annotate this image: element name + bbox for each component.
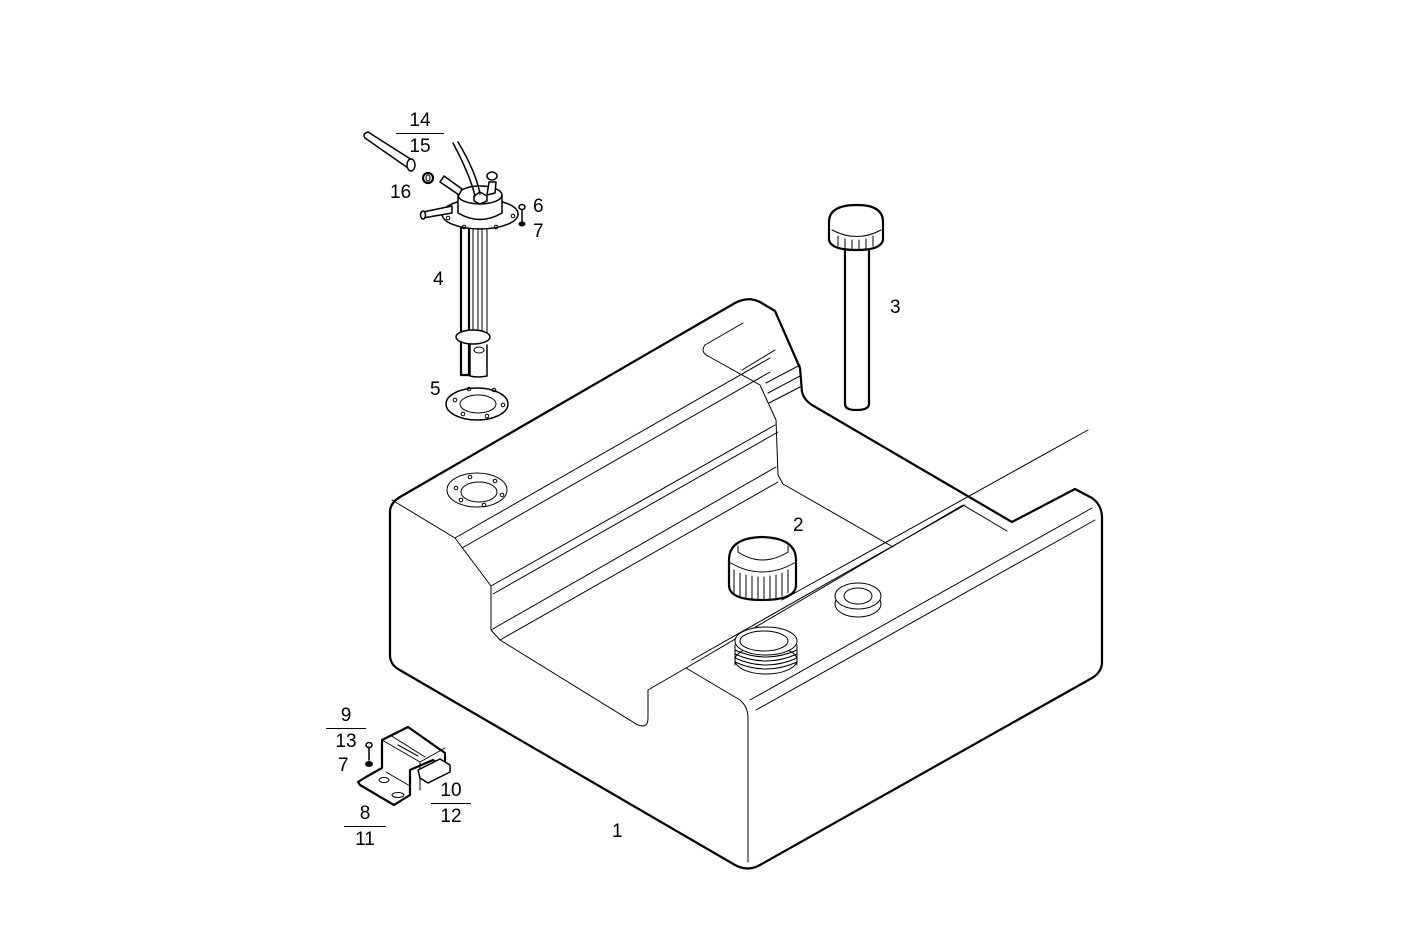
callout-7-bracket-washer: 7 bbox=[338, 755, 349, 776]
gasket-drawing bbox=[445, 386, 509, 421]
filler-cap-drawing bbox=[727, 535, 798, 602]
callout-1-tank: 1 bbox=[612, 821, 623, 842]
fraction-bar bbox=[396, 133, 444, 134]
fraction-bar bbox=[326, 728, 366, 729]
callout-12: 12 bbox=[440, 806, 462, 827]
callout-3-dipstick: 3 bbox=[890, 297, 901, 318]
callout-15: 15 bbox=[409, 136, 431, 157]
callout-13: 13 bbox=[335, 731, 357, 752]
callout-7-washer: 7 bbox=[533, 221, 544, 242]
callout-14-15-hose: 14 15 bbox=[396, 111, 444, 156]
fuel-tank-drawing bbox=[388, 298, 1104, 870]
callout-5-gasket: 5 bbox=[430, 379, 441, 400]
callout-9: 9 bbox=[340, 705, 352, 726]
callout-10-12-bracket: 10 12 bbox=[431, 781, 471, 826]
callout-11: 11 bbox=[355, 829, 375, 850]
callout-16-clip: 16 bbox=[390, 182, 412, 203]
callout-8-11-bracket: 8 11 bbox=[344, 804, 386, 849]
callout-4-fuel-sender: 4 bbox=[433, 269, 444, 290]
dipstick-drawing bbox=[827, 203, 885, 412]
fraction-bar bbox=[344, 826, 386, 827]
fuel-sender-drawing bbox=[419, 141, 519, 378]
fraction-bar bbox=[431, 803, 471, 804]
callout-6-screw: 6 bbox=[533, 196, 544, 217]
screw-washer-drawing bbox=[518, 203, 526, 227]
callout-9-13-bracket: 9 13 bbox=[326, 706, 366, 751]
callout-14: 14 bbox=[409, 110, 431, 131]
callout-2-filler-cap: 2 bbox=[793, 515, 804, 536]
hose-and-clip-drawing bbox=[363, 131, 435, 185]
callout-8: 8 bbox=[359, 803, 371, 824]
callout-10: 10 bbox=[440, 780, 462, 801]
mounting-bracket-drawing bbox=[356, 725, 451, 807]
